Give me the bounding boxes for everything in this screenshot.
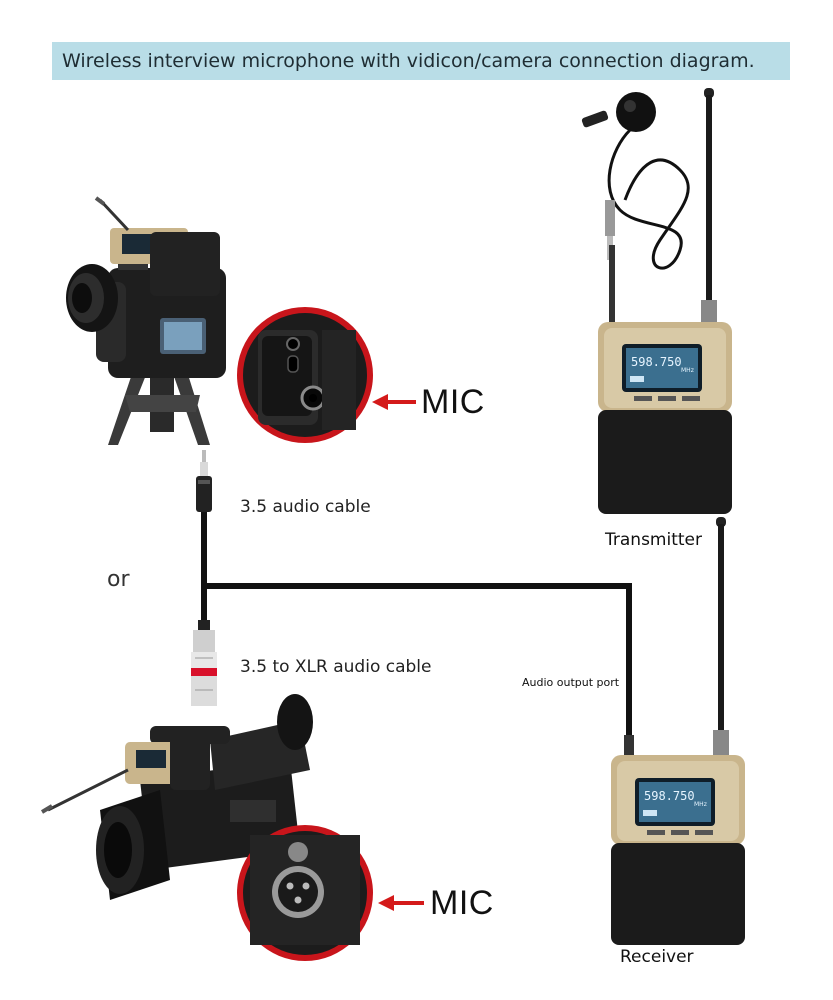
diagram-title: Wireless interview microphone with vidic…	[62, 50, 755, 72]
receiver-label: Receiver	[620, 947, 694, 967]
receiver-frequency: 598.750	[644, 789, 695, 803]
transmitter-label: Transmitter	[605, 530, 702, 550]
arrow-left-icon	[378, 895, 424, 911]
mic-port-label-top: MIC	[421, 383, 485, 421]
mini-jack-plug-icon	[196, 450, 212, 512]
audio-output-port-label: Audio output port	[522, 676, 620, 689]
xlr-port-closeup	[237, 825, 373, 961]
diagram-title-banner: Wireless interview microphone with vidic…	[52, 42, 790, 80]
mini-jack-port-closeup	[237, 307, 373, 443]
mic-port-label-bottom: MIC	[430, 884, 494, 922]
transmitter-pack-icon: 598.750 MHz	[598, 88, 732, 514]
transmitter-frequency: 598.750	[631, 355, 682, 369]
receiver-pack-icon: 598.750 MHz	[611, 517, 745, 945]
cable-xlr-label: 3.5 to XLR audio cable	[240, 657, 432, 677]
svg-text:MHz: MHz	[681, 367, 694, 374]
xlr-plug-icon	[191, 620, 217, 706]
arrow-left-icon	[372, 394, 416, 410]
or-label: or	[107, 567, 130, 592]
lavalier-microphone-icon	[581, 92, 690, 270]
cable-route	[201, 510, 632, 735]
svg-text:MHz: MHz	[694, 801, 707, 808]
cable-35-label: 3.5 audio cable	[240, 497, 371, 517]
dslr-camera-icon	[66, 196, 226, 445]
